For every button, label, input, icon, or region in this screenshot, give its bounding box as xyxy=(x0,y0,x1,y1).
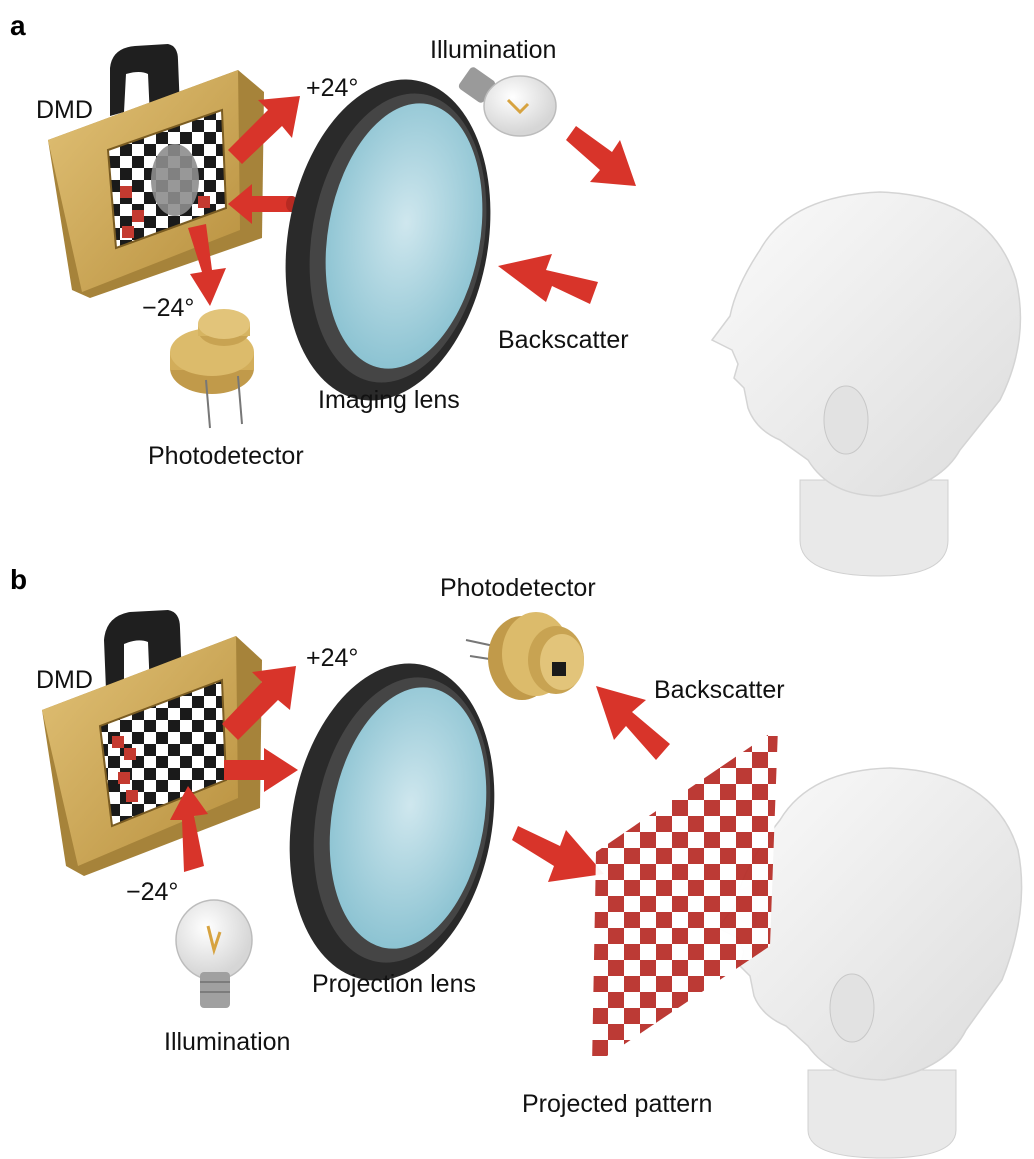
projection-lens xyxy=(289,663,495,981)
photodetector-a xyxy=(170,309,254,429)
head-model-a xyxy=(710,191,1022,577)
label-backscatter-b: Backscatter xyxy=(654,676,785,704)
label-minus-angle-a: −24° xyxy=(142,294,195,322)
illumination-bulb-b xyxy=(175,899,253,1008)
arrow-minus24-a xyxy=(188,224,226,306)
label-imaging-lens: Imaging lens xyxy=(318,386,460,414)
label-photodetector-a: Photodetector xyxy=(148,442,304,470)
projected-pattern xyxy=(592,728,778,1066)
label-backscatter-a: Backscatter xyxy=(498,326,629,354)
panel-label-b: b xyxy=(10,564,28,595)
panel-a xyxy=(48,44,1022,577)
arrow-backscatter-b xyxy=(596,686,670,760)
arrow-minus24-b xyxy=(170,786,208,872)
arrow-out-dmd-b xyxy=(224,748,298,792)
label-projected-pattern: Projected pattern xyxy=(522,1090,713,1118)
label-plus-angle-a: +24° xyxy=(306,74,359,102)
label-projection-lens: Projection lens xyxy=(312,970,476,998)
arrow-backscatter-a xyxy=(498,254,598,304)
label-minus-angle-b: −24° xyxy=(126,878,179,906)
arrow-plus24-a xyxy=(228,96,300,164)
head-model-b xyxy=(716,767,1023,1159)
arrow-illumination-a xyxy=(566,126,636,186)
label-dmd-a: DMD xyxy=(36,96,93,124)
panel-b xyxy=(42,610,1023,1159)
panel-label-a: a xyxy=(10,10,26,41)
dmd-face-image-a xyxy=(151,144,199,216)
imaging-lens xyxy=(285,79,491,401)
label-dmd-b: DMD xyxy=(36,666,93,694)
arrow-projection-b xyxy=(512,826,604,882)
arrow-plus24-b xyxy=(222,666,296,740)
illumination-bulb-a xyxy=(458,67,557,137)
label-plus-angle-b: +24° xyxy=(306,644,359,672)
label-photodetector-b: Photodetector xyxy=(440,574,596,602)
label-illumination-a: Illumination xyxy=(430,36,557,64)
label-illumination-b: Illumination xyxy=(164,1028,291,1056)
photodetector-b xyxy=(465,612,584,700)
